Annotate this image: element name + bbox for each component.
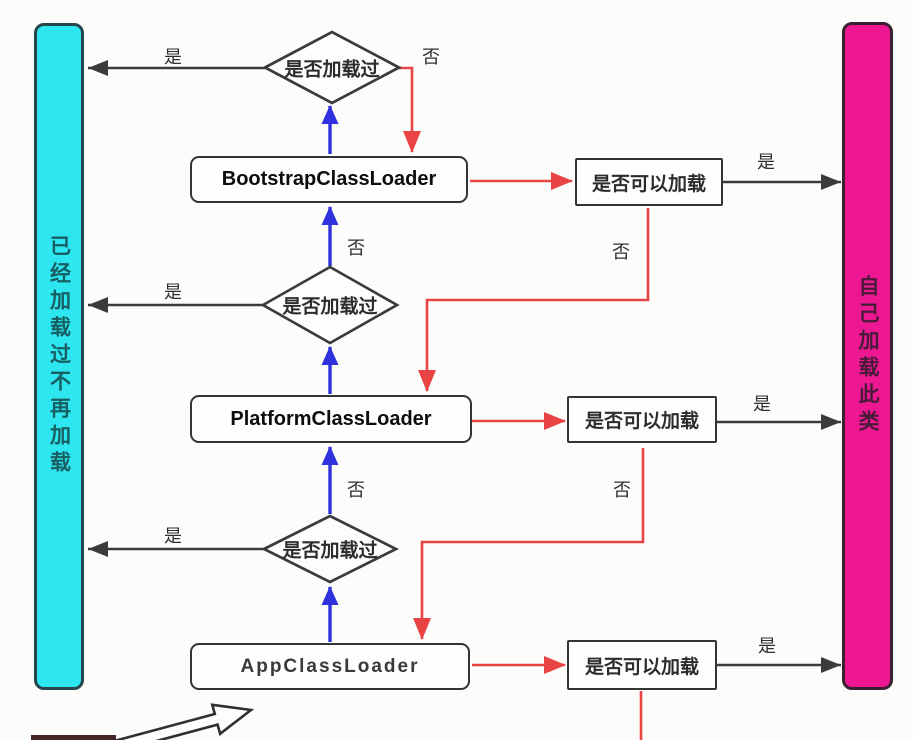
self-load-bar-label: 自己加载此类 [856,275,879,437]
label-no-red-1: 否 [612,242,630,262]
label-no-red-2: 否 [613,480,631,500]
can-load-check-3: 是否可以加载 [567,640,717,690]
label-yes-row2-right: 是 [753,394,771,414]
label-no-row1: 否 [422,47,440,67]
can-load-check-1: 是否可以加载 [575,158,723,206]
label-yes-row2-left: 是 [164,282,182,302]
cutoff-fragment [31,735,116,740]
label-no-blue-3: 否 [347,480,365,500]
loaded-check-label-2: 是否加载过 [282,296,378,318]
arrow-red-check1-to-platform [418,208,650,392]
loaded-check-label-1: 是否加载过 [284,59,380,81]
self-load-bar: 自己加载此类 [842,22,893,690]
label-yes-row1-left: 是 [164,47,182,67]
diamond-loaded-check-3 [260,514,400,584]
outline-arrow [112,703,255,740]
label-yes-row3-left: 是 [164,526,182,546]
diamond-loaded-check-1 [262,30,402,105]
label-yes-row3-right: 是 [758,636,776,656]
label-yes-row1-right: 是 [757,152,775,172]
loaded-check-label-3: 是否加载过 [282,540,378,562]
already-loaded-bar: 已经加载过不再加载 [34,23,84,690]
app-classloader-node: AppClassLoader [190,643,470,690]
arrow-red-check2-to-app [413,448,645,640]
bootstrap-classloader-node: BootstrapClassLoader [190,156,468,203]
can-load-check-2: 是否可以加载 [567,396,717,443]
diamond-loaded-check-2 [260,265,400,345]
arrow-red-diamond1-to-bootstrap [398,66,421,153]
platform-classloader-node: PlatformClassLoader [190,395,472,443]
label-no-blue-2: 否 [347,238,365,258]
already-loaded-bar-label: 已经加载过不再加载 [47,235,71,478]
